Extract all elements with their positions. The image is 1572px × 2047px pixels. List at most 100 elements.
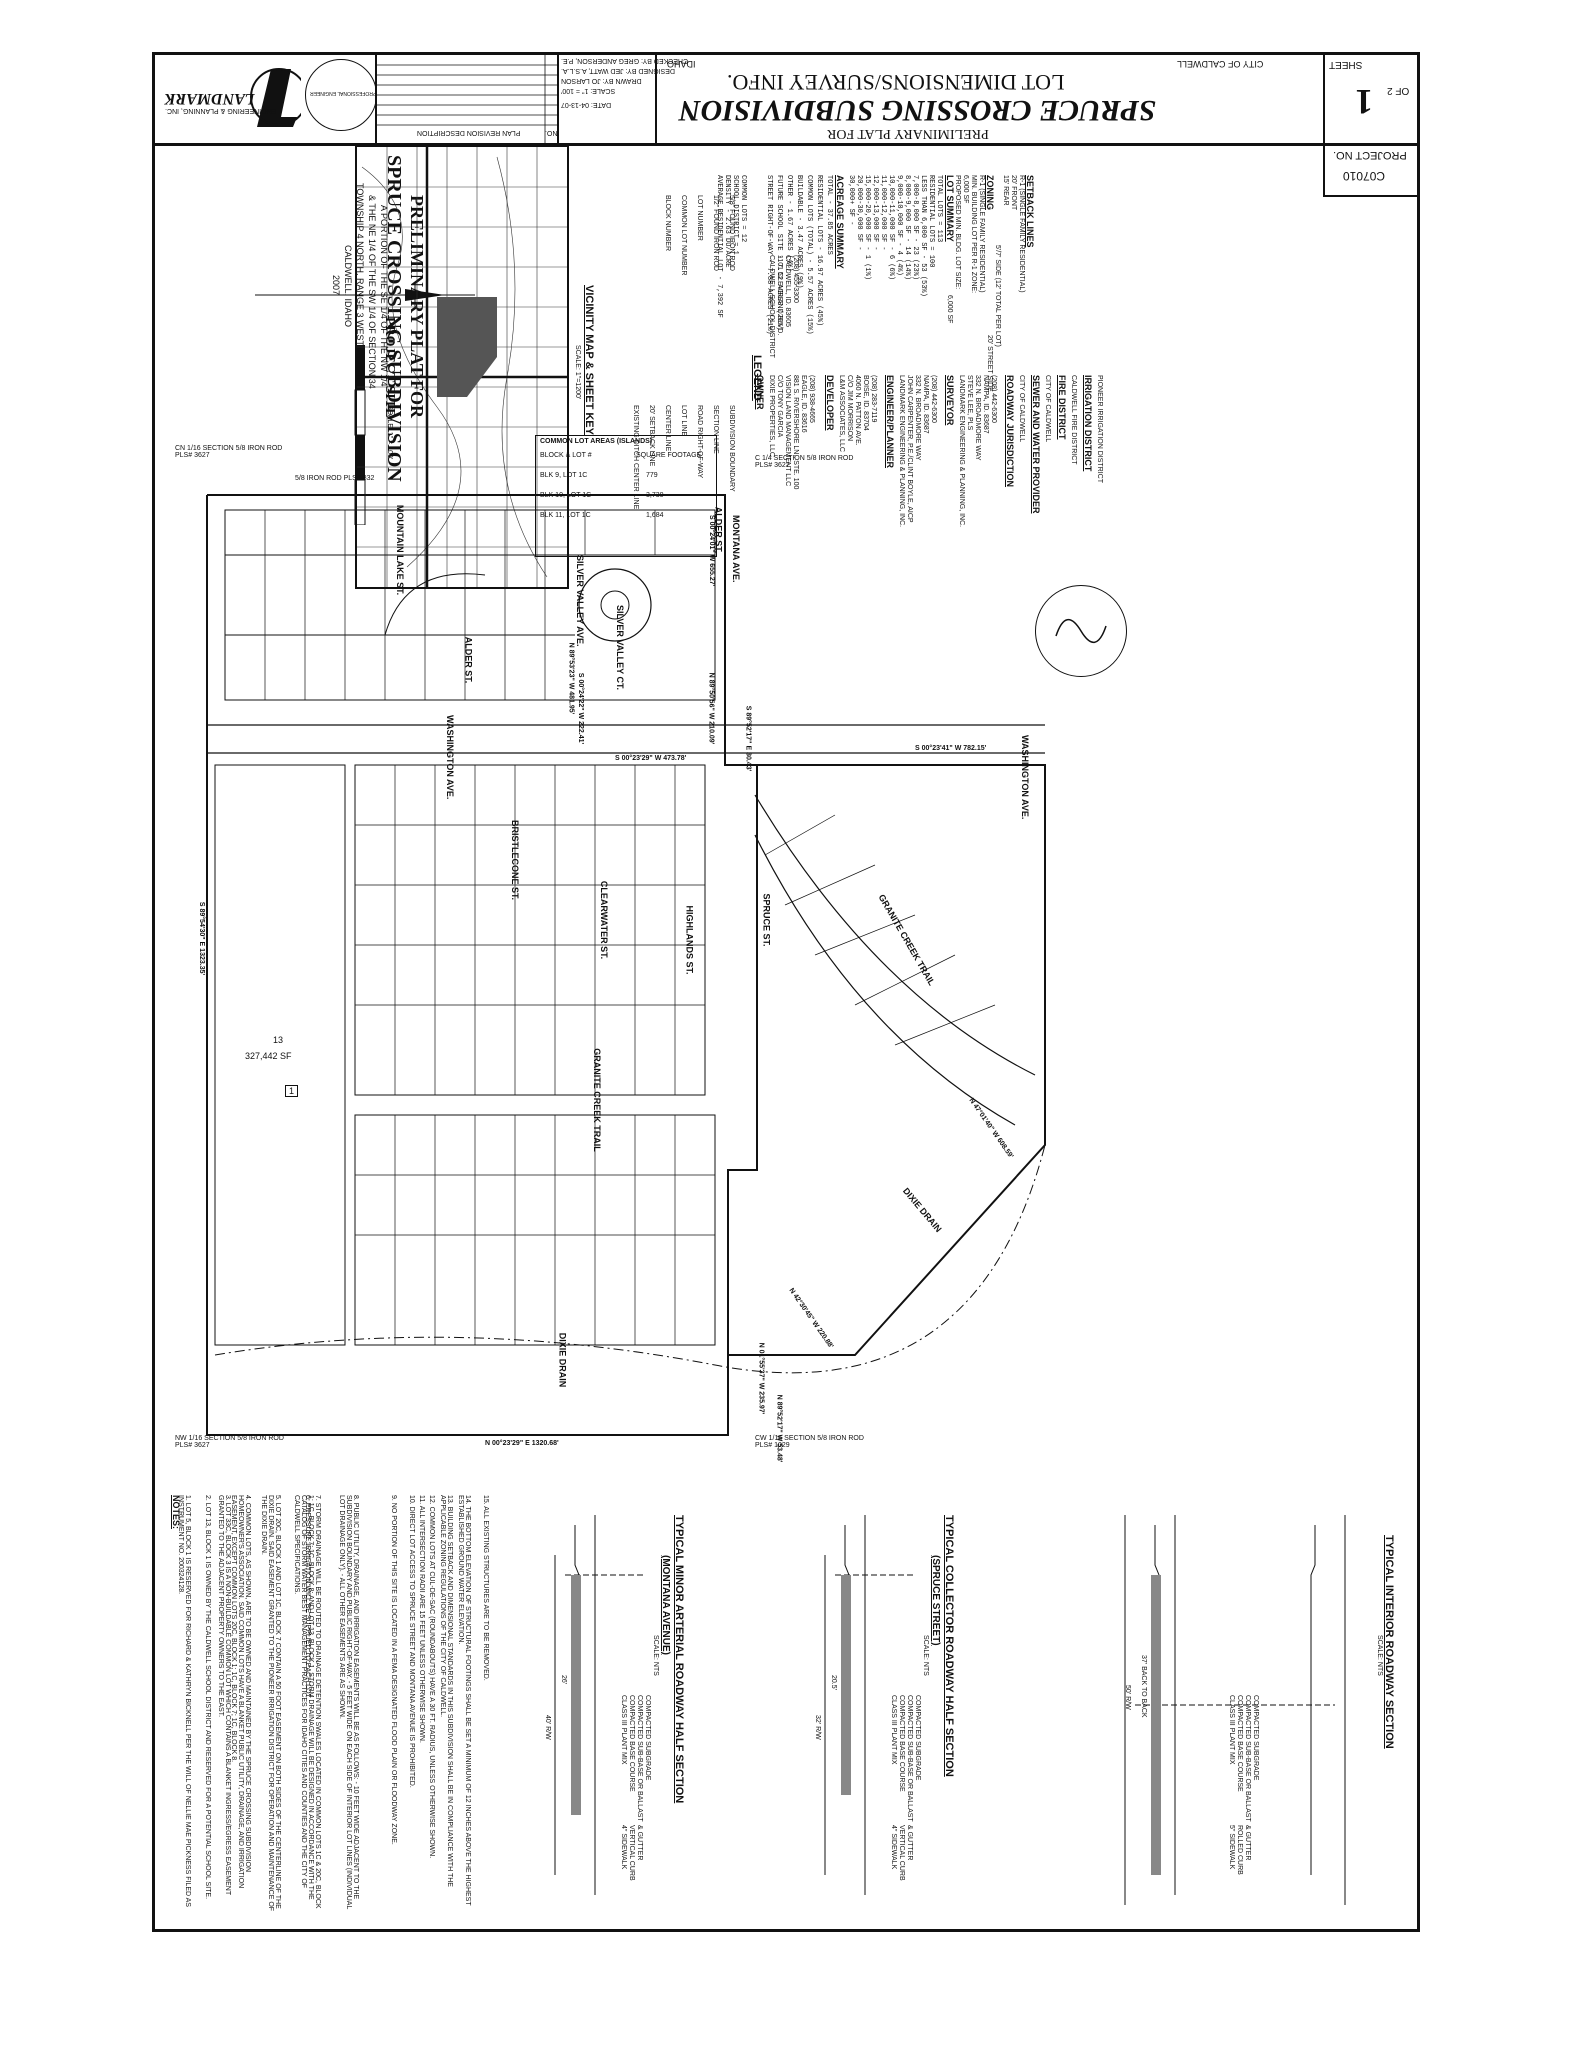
note-item: 2. LOT 13, BLOCK 1 IS OWNED BY THE CALDW… [204, 1495, 211, 1900]
lot-line: 7,000-8,000 SF - 23 (23%) [911, 175, 919, 281]
engineer-line: (208) 442-6300 [930, 375, 937, 423]
sections-linework [554, 1515, 1346, 1905]
bearing-11: N 89°52'17" W 53.48' [775, 1394, 783, 1463]
zoning-line: 6,000 SF [946, 295, 953, 324]
section-scale-interior: SCALE: NTS [1376, 1635, 1383, 1676]
title-subtitle: LOT DIMENSIONS/SURVEY INFO. [727, 70, 1065, 95]
street-bristlecone: BRISTLECONE ST. [510, 819, 521, 901]
school-lot: 13 327,442 SF 1 [235, 995, 325, 1115]
setback-title: SETBACK LINES [1025, 175, 1035, 248]
north-arrow [255, 275, 475, 315]
revision-grid [377, 55, 559, 143]
title-heading: PRELIMINARY PLAT FOR [827, 126, 989, 141]
owner2-line: CALDWELL, ID. 83605 [784, 255, 791, 327]
fire-district-title: FIRE DISTRICT [1057, 375, 1067, 440]
acreage-title: ACREAGE SUMMARY [835, 175, 845, 269]
drafting-info: CHECKED BY: GREG ANDERSON, P.E. DESIGNED… [557, 55, 688, 143]
note-item: 14. THE BOTTOM ELEVATION OF STRUCTURAL F… [457, 1495, 471, 1906]
title-name: SPRUCE CROSSING SUBDIVISION [679, 94, 1156, 127]
lot-line: LESS THAN 6,000 SF - 53 (53%) [919, 175, 927, 297]
sheet-label: SHEET [1329, 59, 1363, 70]
section-title-spruce: TYPICAL COLLECTOR ROADWAY HALF SECTION [943, 1515, 955, 1777]
note-item: 7. STORM DRAINAGE WILL BE ROUTED TO DRAI… [293, 1495, 321, 1909]
section-width-spruce: 20.5' [830, 1675, 837, 1690]
section-sub-spruce: (SPRUCE STREET) [930, 1555, 941, 1646]
engineer-seal: PROFESSIONAL ENGINEER [305, 59, 377, 131]
section-label: & GUTTER [1244, 1825, 1251, 1861]
section-label: COMPACTED SUBGRADE [644, 1695, 651, 1781]
note-item: 15. ALL EXISTING STRUCTURES ARE TO BE RE… [482, 1495, 489, 1681]
vicinity-caption: VICINITY MAP & SHEET KEY [583, 285, 595, 435]
lot-line: TOTAL LOTS = 113 [935, 175, 943, 243]
surveyor-title: SURVEYOR [945, 375, 955, 426]
section-label: 4" SIDEWALK [890, 1825, 897, 1870]
surveyor-line: NAMPA, ID. 83687 [982, 375, 989, 434]
developer-title: DEVELOPER [825, 375, 835, 431]
monument-cn-116: CN 1/16 SECTION 5/8 IRON ROD PLS# 3627 [175, 445, 283, 459]
plat-sheet: SHEET 1 OF 2 PROJECT NO. C07010 CITY OF … [152, 52, 1420, 1932]
setback-line: 15' REAR [1002, 175, 1009, 206]
lot-line: 9,000-10,000 SF - 4 (4%) [895, 175, 903, 276]
acreage-line: RESIDENTIAL LOTS - 16.97 ACRES (45%) [815, 175, 823, 327]
lot-line: 11,000-12,000 SF - [879, 175, 887, 251]
plat-linework [206, 494, 1046, 1436]
plat-drawing: MONTANA AVE. WASHINGTON AVE. WASHINGTON … [155, 435, 1417, 1465]
revision-desc-header: PLAN REVISION DESCRIPTION [417, 129, 521, 136]
street-spruce: SPRUCE ST. [761, 893, 772, 947]
owner2-line: CALDWELL SCHOOL DISTRICT [768, 255, 775, 358]
street-mountain-lake: MOUNTAIN LAKE ST. [395, 504, 406, 596]
bearing-12: N 00°23'29" E 1320.68' [485, 1440, 559, 1447]
acreage-line: COMMON LOTS (TOTAL) - 5.57 ACRES (15%) [805, 175, 813, 335]
section-label: ROLLED CURB [1236, 1825, 1243, 1875]
sheet-number: 1 [1355, 82, 1373, 122]
lot-line: SCHOOL DISTRICT = 1 [731, 175, 739, 255]
street-highlands: HIGHLANDS ST. [684, 905, 695, 975]
monument-cw-116: CW 1/16 SECTION 5/8 IRON ROD PLS# 1029 [755, 1435, 864, 1449]
monument-nw-116: NW 1/16 SECTION 5/8 IRON ROD PLS# 3627 [175, 1435, 284, 1449]
zoning-line: MIN. BUILDING LOT PER R-1 ZONE: [970, 175, 977, 294]
setback-line: R-1 (SINGLE FAMILY RESIDENTIAL) [1018, 175, 1025, 293]
vicinity-map: PROJECT SITE [355, 145, 569, 589]
section-label: COMPACTED SUB-BASE OR BALLAST [906, 1695, 913, 1822]
street-washington: WASHINGTON AVE. [445, 715, 455, 800]
title-city: CITY OF CALDWELL [1177, 59, 1264, 69]
north-arrow-icon [255, 283, 475, 307]
sheet-of: OF 2 [1387, 85, 1410, 96]
section-label: COMPACTED SUBGRADE [914, 1695, 921, 1781]
note-item: 1. LOT 5, BLOCK 1 IS RESERVED FOR RICHAR… [177, 1495, 191, 1907]
monument-c-14: C 1/4 SECTION 5/8 IRON ROD PLS# 3627 [755, 455, 854, 469]
common-lots-table: COMMON LOT AREAS (ISLANDS) BLOCK & LOT #… [535, 435, 717, 557]
section-sub-montana: (MONTANA AVENUE) [660, 1555, 671, 1655]
ditch-dixie-drain: DIXIE DRAIN [557, 1332, 568, 1388]
legend-symbol-block: BLOCK NUMBER [664, 195, 671, 252]
note-item: 4. COMMON LOTS, AS SHOWN, ARE TO BE OWNE… [230, 1495, 251, 1889]
street-washington-east: WASHINGTON AVE. [1020, 735, 1030, 820]
bearing-3: S 00°24'22" W 222.41' [577, 672, 585, 745]
section-label: COMPACTED BASE COURSE [1236, 1695, 1243, 1792]
section-rw-interior: 50' R/W [1124, 1685, 1131, 1710]
street-montana: MONTANA AVE. [731, 515, 741, 583]
section-label: CLASS III PLANT MIX [620, 1695, 627, 1765]
signature-mark [1055, 619, 1107, 643]
school-block-number: 1 [285, 1085, 299, 1097]
zoning-title: ZONING [985, 175, 995, 210]
section-label: & GUTTER [906, 1825, 913, 1861]
section-scale-spruce: SCALE: NTS [922, 1635, 929, 1676]
lot-line: 20,000-30,000 SF - [855, 175, 863, 251]
owner-line: C/O TONY GARCIA [776, 375, 783, 438]
section-label: COMPACTED BASE COURSE [898, 1695, 905, 1792]
project-number: C07010 [1343, 169, 1386, 183]
bearing-2: N 89°53'23" W 481.95' [567, 642, 575, 715]
legend-symbol-common-lot: COMMON LOT NUMBER [680, 195, 687, 276]
owner-line: EAGLE, ID. 83616 [800, 375, 807, 433]
section-scale-montana: SCALE: NTS [652, 1635, 659, 1676]
vicinity-scale: SCALE: 1"=1200' [574, 345, 581, 400]
vicinity-map-graphic [357, 147, 567, 587]
section-label: VERTICAL CURB [898, 1825, 905, 1881]
section-width-interior: 37' BACK TO BACK [1140, 1655, 1147, 1718]
legend-symbol-lot-number: LOT NUMBER [696, 195, 703, 241]
lot-line: AVERAGE RESIDENTIAL LOT - 7,392 SF [715, 175, 723, 318]
monument-iron-rod: 5/8 IRON ROD PLS# 832 [295, 475, 375, 482]
engineer-line: NAMPA, ID. 83687 [922, 375, 929, 434]
common-lots-cell: 3,730 [646, 492, 664, 499]
